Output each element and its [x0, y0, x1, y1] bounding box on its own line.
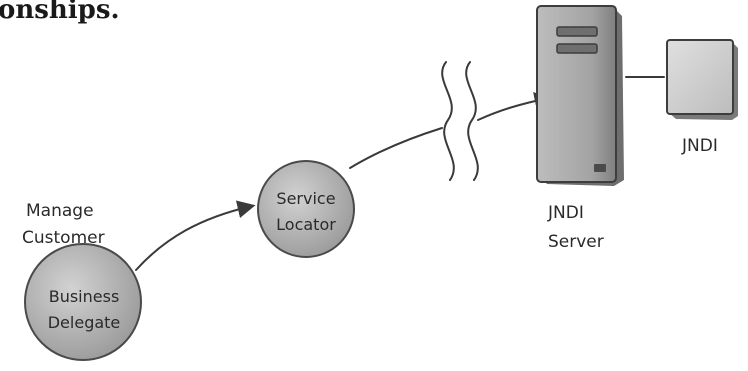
delegate-to-locator-arrow: [136, 206, 252, 270]
business-delegate-label-line2: Delegate: [48, 313, 121, 332]
jndi-server-label-line2: Server: [548, 232, 604, 252]
network-break-icon-2: [466, 62, 478, 180]
page-heading: onships.: [0, 0, 120, 25]
service-locator-label-line1: Service: [276, 189, 335, 208]
business-delegate-label-line1: Business: [49, 287, 120, 306]
jndi-box-icon: [667, 40, 738, 120]
jndi-node: JNDI: [667, 40, 738, 156]
service-locator-node: Service Locator: [258, 161, 354, 257]
business-delegate-caption-line1: Manage: [26, 201, 94, 221]
service-locator-label-line2: Locator: [276, 215, 336, 234]
network-break-icon: [442, 62, 454, 180]
business-delegate-node: Manage Customer Business Delegate: [22, 201, 141, 360]
jndi-server-node: JNDI Server: [537, 6, 624, 252]
service-locator-circle: [258, 161, 354, 257]
locator-to-network-line: [350, 128, 442, 168]
server-tower-icon: [537, 6, 624, 186]
jndi-label: JNDI: [681, 136, 718, 156]
jndi-server-label-line1: JNDI: [547, 203, 584, 223]
